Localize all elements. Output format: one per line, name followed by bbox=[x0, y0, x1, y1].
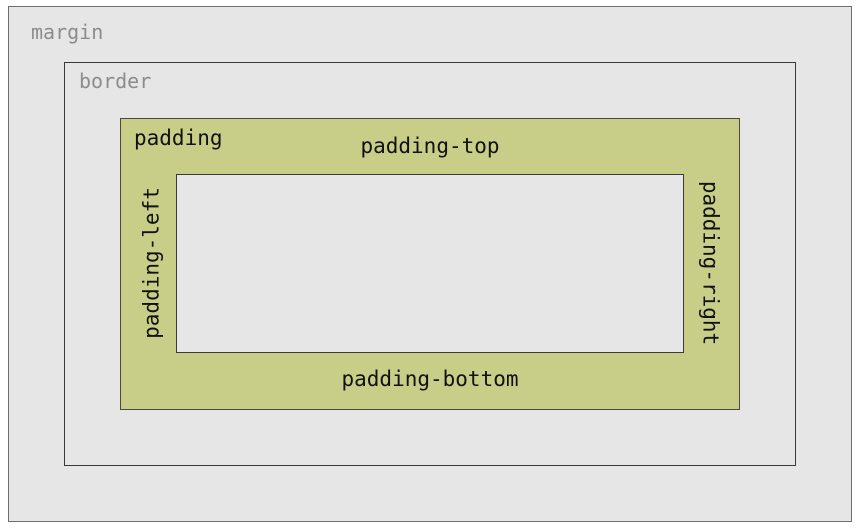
margin-label: margin bbox=[31, 20, 104, 44]
padding-right-label: padding-right bbox=[698, 180, 723, 346]
padding-left-label: padding-left bbox=[139, 187, 164, 339]
padding-top-label: padding-top bbox=[360, 134, 500, 158]
content-area bbox=[176, 174, 684, 353]
border-label: border bbox=[79, 69, 152, 93]
padding-bottom-label: padding-bottom bbox=[341, 367, 519, 391]
padding-label: padding bbox=[134, 126, 223, 150]
